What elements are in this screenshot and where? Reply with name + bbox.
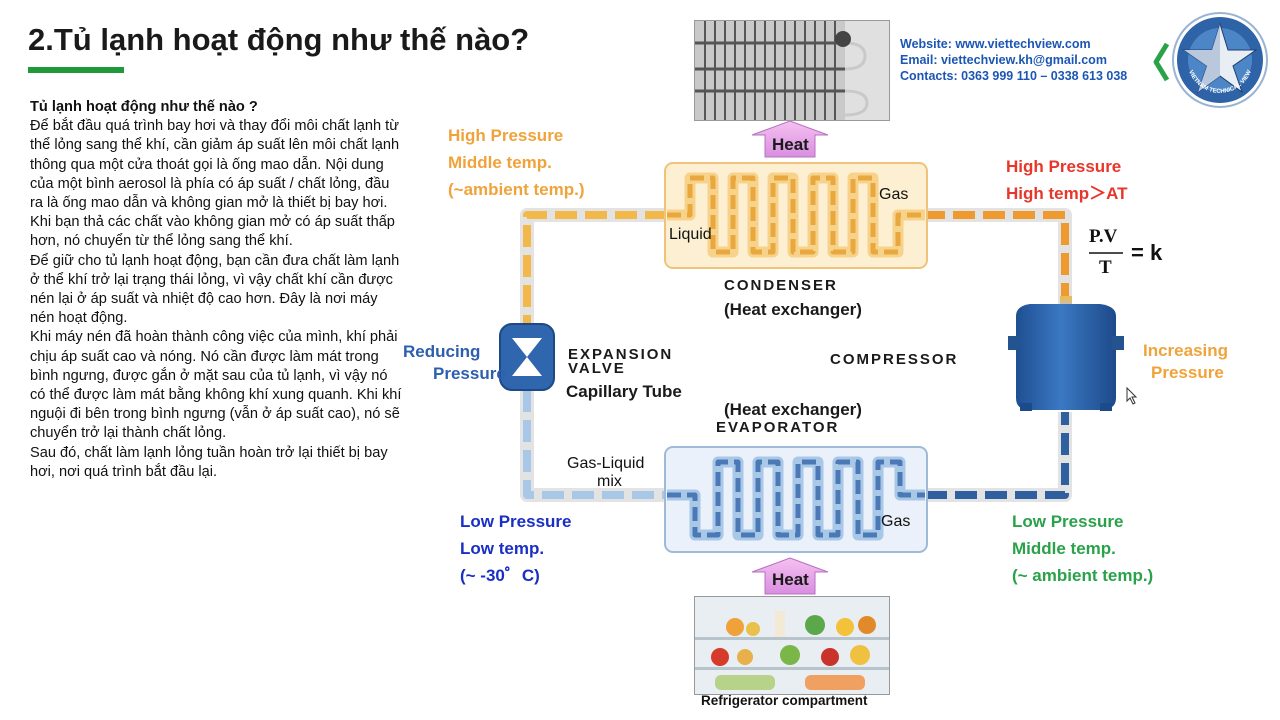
chevron-left-icon	[1153, 42, 1170, 82]
state-bottom-right-2: Middle temp.	[1012, 539, 1116, 558]
heat-arrow-top-icon	[751, 120, 829, 158]
body-paragraph-2: Để giữ cho tủ lạnh hoạt động, bạn cần đư…	[30, 252, 400, 327]
pipe-condenser-to-valve	[520, 208, 667, 330]
expansion-valve-icon	[499, 323, 555, 391]
body-paragraph-1: Để bắt đầu quá trình bay hơi và thay đổi…	[30, 118, 400, 250]
body-text: Tủ lạnh hoạt động như thế nào ? Để bắt đ…	[30, 98, 402, 482]
compressor-icon	[1008, 296, 1124, 411]
increasing-label-2: Pressure	[1151, 363, 1224, 382]
state-bottom-right-3: (~ ambient temp.)	[1012, 566, 1154, 585]
state-top-left-1: High Pressure	[448, 126, 564, 145]
state-top-left-2: Middle temp.	[448, 153, 552, 172]
contact-phones: Contacts: 0363 999 110 – 0338 613 038	[900, 69, 1128, 83]
heat-label-top: Heat	[772, 135, 809, 154]
pipe-compressor-to-condenser	[925, 208, 1072, 305]
formula-numerator: P.V	[1089, 226, 1118, 247]
expansion-valve-title-1: EXPANSION	[568, 346, 674, 363]
state-top-right-1: High Pressure	[1006, 157, 1122, 176]
state-bottom-right-1: Low Pressure	[1012, 512, 1124, 531]
pipe-valve-to-evaporator	[520, 390, 667, 502]
evaporator-mix-label-1: Gas-Liquid	[567, 455, 645, 472]
condenser-title: CONDENSER	[724, 277, 838, 294]
heat-arrow-bottom-icon	[751, 557, 829, 595]
mouse-cursor-icon	[1126, 386, 1138, 405]
title-underline	[28, 67, 124, 73]
body-question: Tủ lạnh hoạt động như thế nào ?	[30, 99, 258, 115]
state-bottom-left-3: (~ -30゜C)	[460, 566, 540, 585]
state-top-left-3: (~ambient temp.)	[448, 180, 585, 199]
evaporator-gas-label: Gas	[881, 513, 911, 530]
condenser-subtitle: (Heat exchanger)	[724, 300, 862, 319]
evaporator-unit	[664, 446, 928, 553]
page-title: 2.Tủ lạnh hoạt động như thế nào?	[28, 22, 530, 57]
body-paragraph-3: Khi máy nén đã hoàn thành công việc của …	[30, 329, 402, 442]
logo: VIETNAM TECHNICAL VIEW	[1172, 12, 1268, 108]
contact-email: Email: viettechview.kh@gmail.com	[900, 53, 1107, 67]
evaporator-subtitle: (Heat exchanger)	[724, 400, 862, 419]
compressor-label: COMPRESSOR	[830, 351, 959, 368]
body-paragraph-4: Sau đó, chất làm lạnh lỏng tuần hoàn trở…	[30, 444, 388, 480]
state-bottom-left-1: Low Pressure	[460, 512, 572, 531]
pipe-evaporator-to-compressor	[925, 412, 1072, 502]
reducing-label-2: Pressure	[433, 364, 506, 383]
state-bottom-left-2: Low temp.	[460, 539, 545, 558]
formula-rhs: = k	[1131, 240, 1163, 265]
contact-website: Website: www.viettechview.com	[900, 37, 1091, 51]
fridge-compartment-photo	[694, 596, 890, 695]
condenser-coil-photo	[694, 20, 890, 121]
evaporator-title: EVAPORATOR	[716, 419, 840, 436]
evaporator-mix-label-2: mix	[597, 473, 622, 490]
heat-label-bottom: Heat	[772, 570, 809, 589]
capillary-tube-label: Capillary Tube	[566, 382, 682, 401]
fridge-caption: Refrigerator compartment	[701, 693, 868, 708]
expansion-valve-title-2: VALVE	[568, 360, 626, 377]
reducing-label-1: Reducing	[403, 342, 481, 361]
formula-denominator: T	[1099, 257, 1112, 278]
state-top-right-2: High temp＞AT	[1006, 184, 1128, 203]
condenser-unit	[664, 162, 928, 269]
increasing-label-1: Increasing	[1143, 341, 1229, 360]
condenser-liquid-label: Liquid	[669, 226, 712, 243]
condenser-gas-label: Gas	[879, 186, 909, 203]
